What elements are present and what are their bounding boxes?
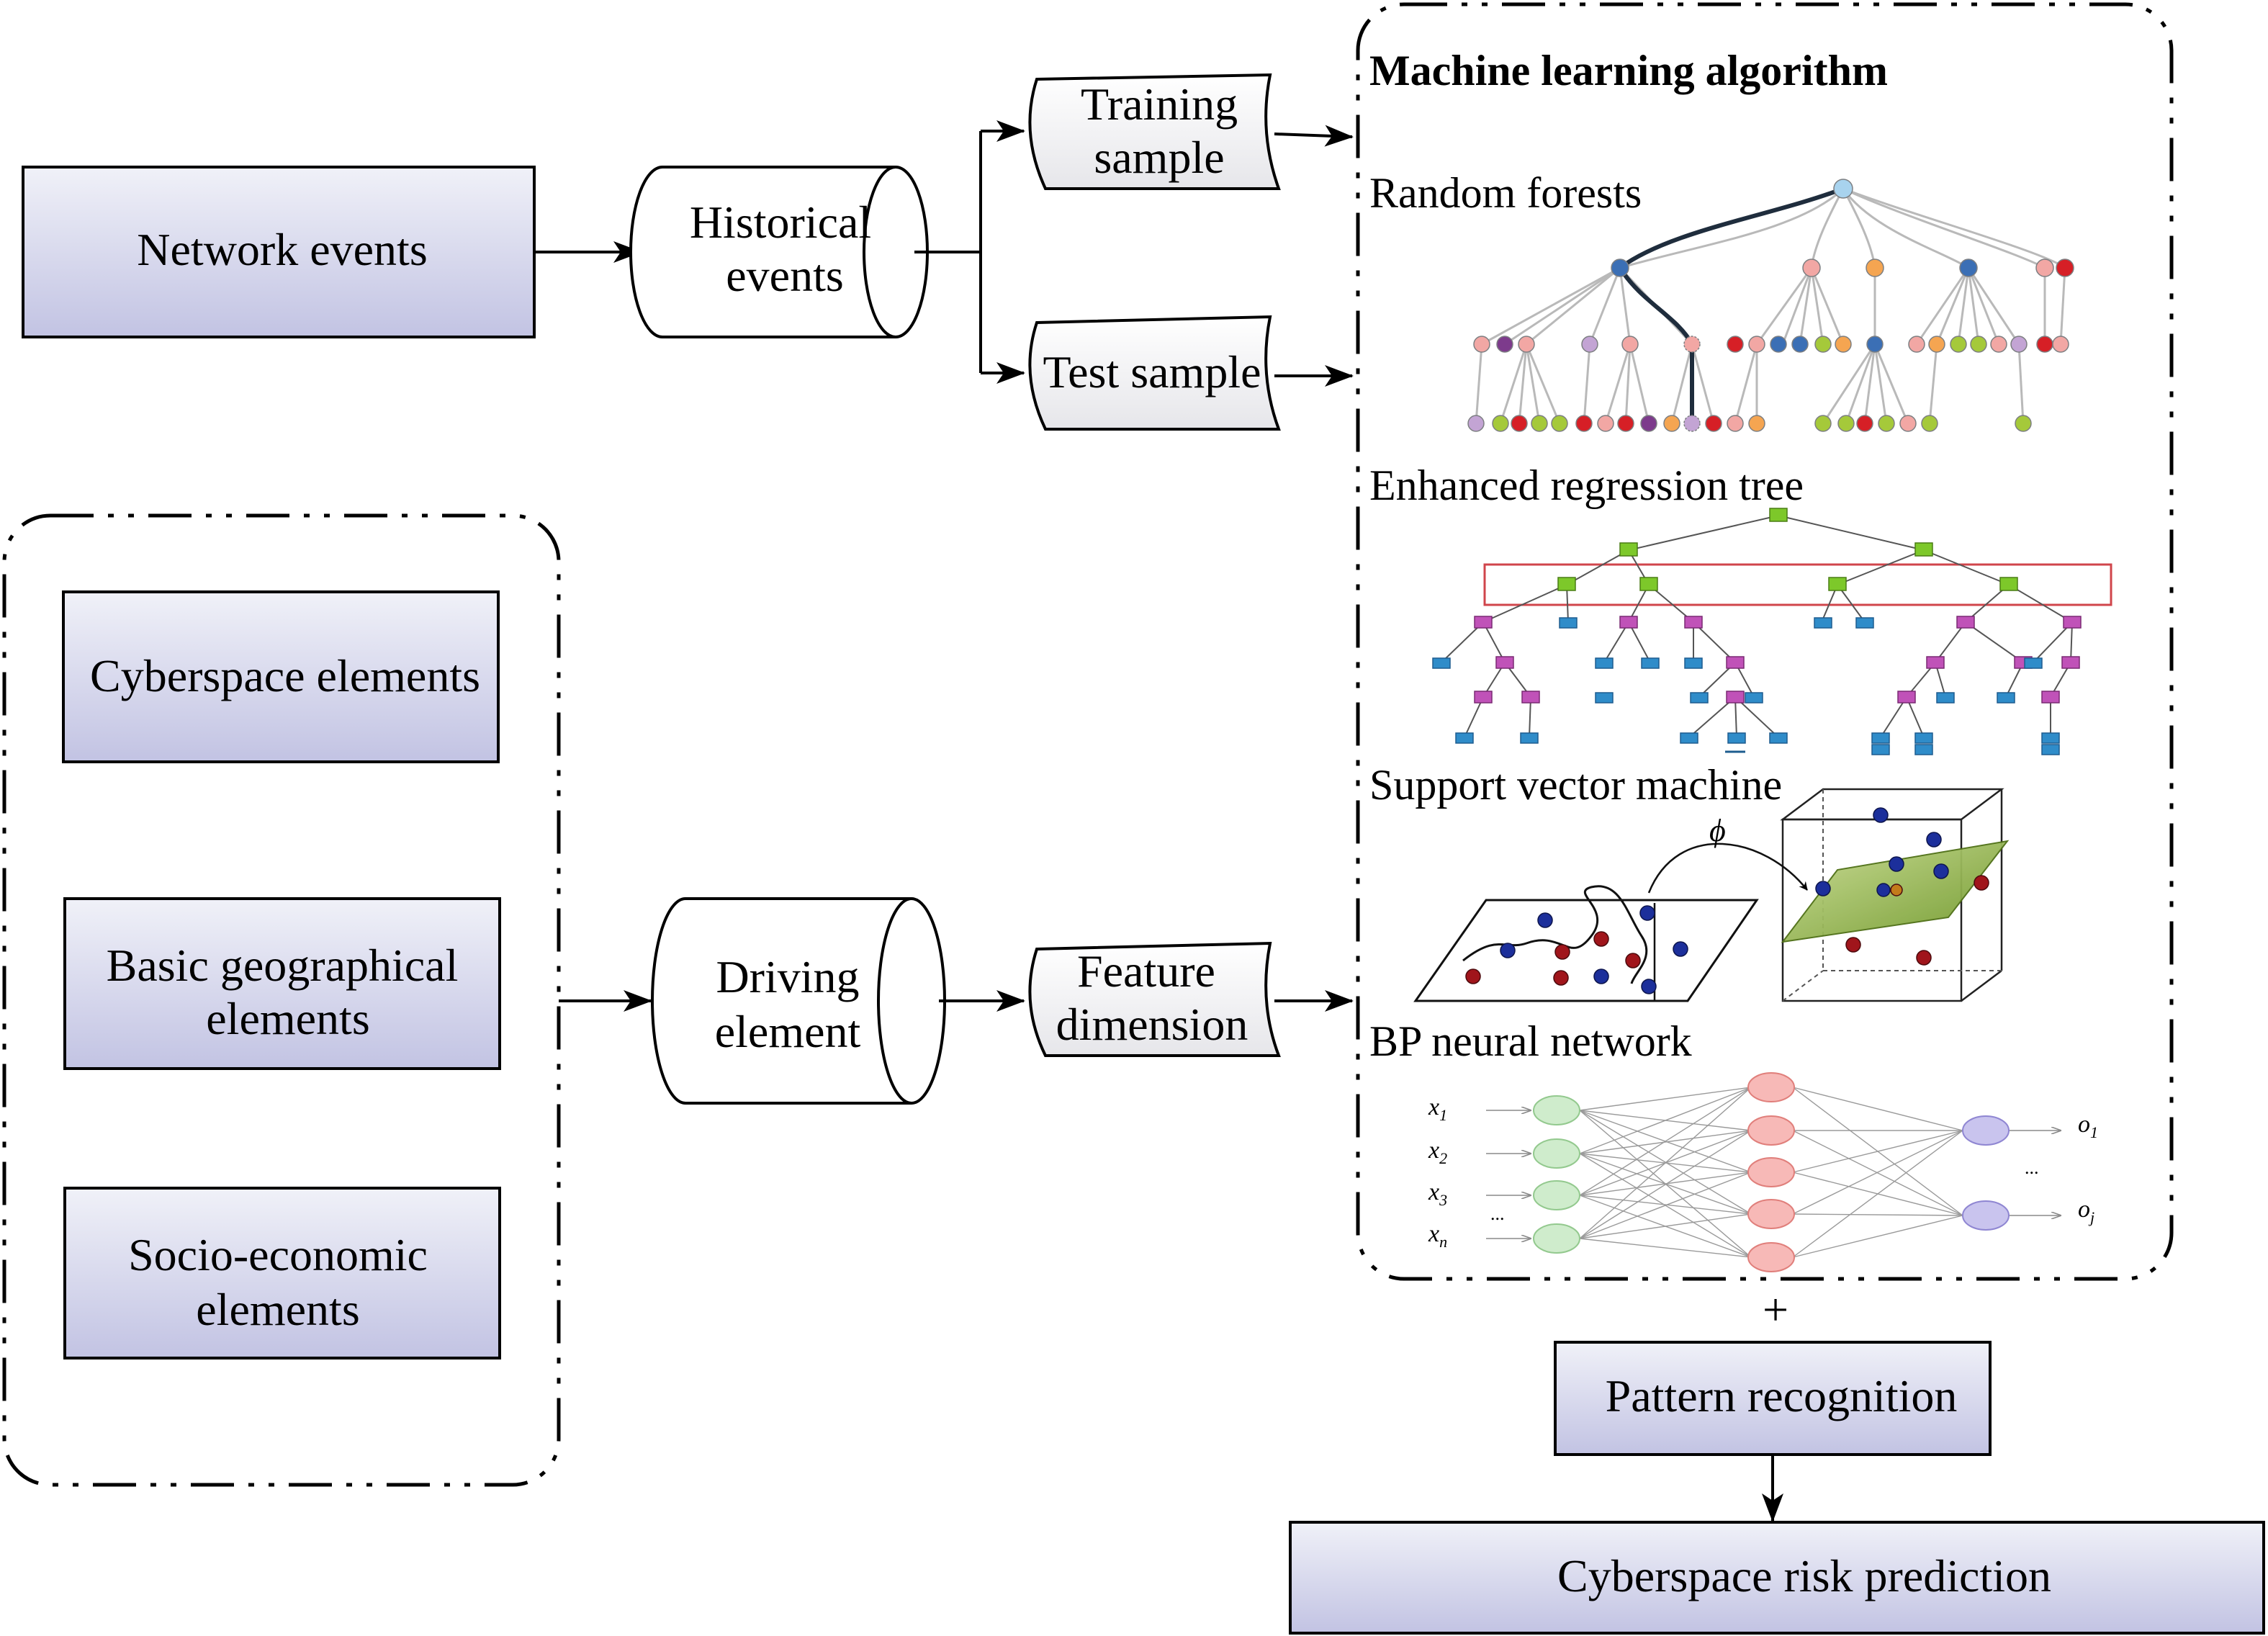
nn-output-j: o bbox=[2078, 1196, 2090, 1223]
historical-events-line2: events bbox=[726, 250, 844, 301]
driving-elements-group: Cyberspace elements Basic geographical e… bbox=[2, 513, 561, 1487]
basic-geographical-elements-box: Basic geographical elements bbox=[63, 897, 501, 1070]
neural-network-illustration: x1 x2 x3 ... xn o1 ... oj bbox=[1428, 1072, 2098, 1272]
nn-input-3-sub: 3 bbox=[1439, 1191, 1447, 1209]
training-sample-box: Training sample bbox=[1028, 73, 1281, 190]
nn-input-1: x bbox=[1428, 1094, 1439, 1120]
driving-element-cylinder: Driving element bbox=[651, 897, 946, 1105]
nn-output-j-sub: j bbox=[2088, 1208, 2094, 1226]
nn-input-2: x bbox=[1428, 1137, 1439, 1164]
feature-dimension-box: Feature dimension bbox=[1028, 941, 1281, 1057]
algorithm-support-vector-machine: Support vector machine bbox=[1369, 761, 1782, 809]
basic-geographical-line2: elements bbox=[206, 993, 369, 1044]
cyberspace-risk-prediction-label: Cyberspace risk prediction bbox=[1557, 1550, 2051, 1601]
nn-input-3: x bbox=[1428, 1179, 1439, 1205]
socio-economic-elements-box: Socio-economic elements bbox=[63, 1187, 501, 1359]
svm-illustration: ϕ bbox=[1413, 788, 2010, 1002]
nn-input-1-sub: 1 bbox=[1439, 1106, 1447, 1124]
algorithm-random-forests: Random forests bbox=[1369, 169, 1642, 217]
nn-input-n-sub: n bbox=[1439, 1233, 1447, 1251]
svg-text:o1: o1 bbox=[2078, 1111, 2098, 1141]
nn-output-1-sub: 1 bbox=[2090, 1123, 2098, 1141]
basic-geographical-line1: Basic geographical bbox=[107, 940, 459, 991]
historical-events-cylinder: Historical events bbox=[629, 166, 929, 338]
network-events-box: Network events bbox=[22, 166, 536, 338]
algorithm-enhanced-regression-tree: Enhanced regression tree bbox=[1369, 462, 1804, 509]
socio-economic-line1: Socio-economic bbox=[128, 1229, 428, 1280]
svg-text:x1: x1 bbox=[1428, 1094, 1447, 1124]
training-sample-line1: Training bbox=[1081, 78, 1238, 130]
svg-text:x2: x2 bbox=[1428, 1137, 1447, 1167]
arrow-training-to-ml bbox=[1274, 125, 1354, 147]
svm-map-symbol: ϕ bbox=[1709, 813, 1726, 848]
feature-dimension-line1: Feature bbox=[1077, 945, 1215, 997]
ml-algorithm-panel: Machine learning algorithm Random forest… bbox=[1356, 2, 2174, 1281]
cyberspace-elements-label: Cyberspace elements bbox=[90, 650, 480, 701]
driving-element-line1: Driving bbox=[716, 951, 859, 1002]
regression-tree-illustration bbox=[1432, 508, 2112, 755]
cyberspace-elements-box: Cyberspace elements bbox=[62, 590, 500, 763]
algorithm-bp-neural-network: BP neural network bbox=[1369, 1017, 1692, 1065]
nn-input-ellipsis: ... bbox=[1490, 1203, 1505, 1224]
test-sample-box: Test sample bbox=[1028, 315, 1281, 431]
nn-output-ellipsis: ... bbox=[2025, 1157, 2039, 1178]
svg-text:oj: oj bbox=[2078, 1196, 2094, 1226]
ml-panel-title: Machine learning algorithm bbox=[1369, 47, 1888, 94]
network-events-label: Network events bbox=[137, 224, 427, 275]
nn-input-2-sub: 2 bbox=[1439, 1149, 1447, 1167]
training-sample-line2: sample bbox=[1094, 132, 1224, 183]
random-forest-illustration bbox=[1467, 179, 2074, 432]
svg-text:x3: x3 bbox=[1428, 1179, 1447, 1209]
plus-sign: + bbox=[1763, 1284, 1788, 1335]
nn-output-1: o bbox=[2078, 1111, 2090, 1138]
historical-events-line1: Historical bbox=[690, 197, 871, 248]
test-sample-label: Test sample bbox=[1043, 346, 1261, 397]
socio-economic-line2: elements bbox=[196, 1284, 359, 1335]
cyberspace-risk-prediction-box: Cyberspace risk prediction bbox=[1289, 1521, 2265, 1635]
feature-dimension-line2: dimension bbox=[1056, 999, 1248, 1050]
nn-input-n: x bbox=[1428, 1221, 1439, 1247]
svg-text:xn: xn bbox=[1428, 1221, 1447, 1251]
split-connector bbox=[914, 120, 1025, 384]
pattern-recognition-box: Pattern recognition bbox=[1554, 1341, 1992, 1456]
driving-element-line2: element bbox=[715, 1006, 861, 1057]
pattern-recognition-label: Pattern recognition bbox=[1606, 1370, 1958, 1421]
